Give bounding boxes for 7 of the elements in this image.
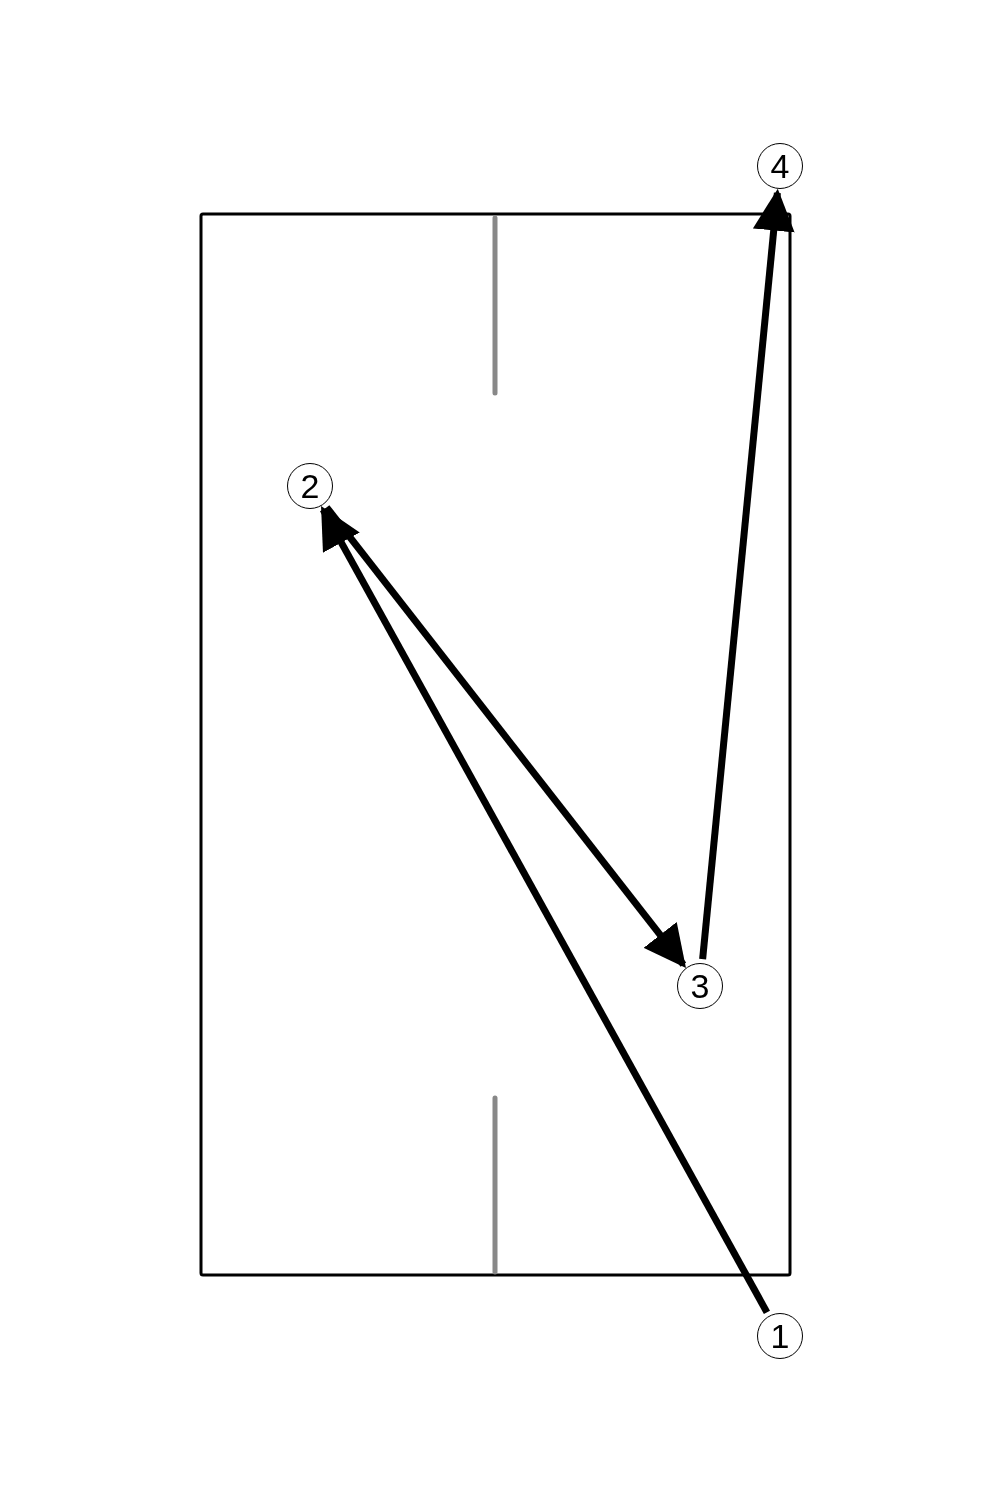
step-number: 1	[757, 1313, 803, 1359]
arrow	[323, 505, 687, 968]
step-number: 2	[287, 463, 333, 509]
arrow	[699, 188, 795, 960]
step-number: 3	[677, 963, 723, 1009]
step-number: 4	[757, 143, 803, 189]
arrow	[320, 505, 770, 1315]
